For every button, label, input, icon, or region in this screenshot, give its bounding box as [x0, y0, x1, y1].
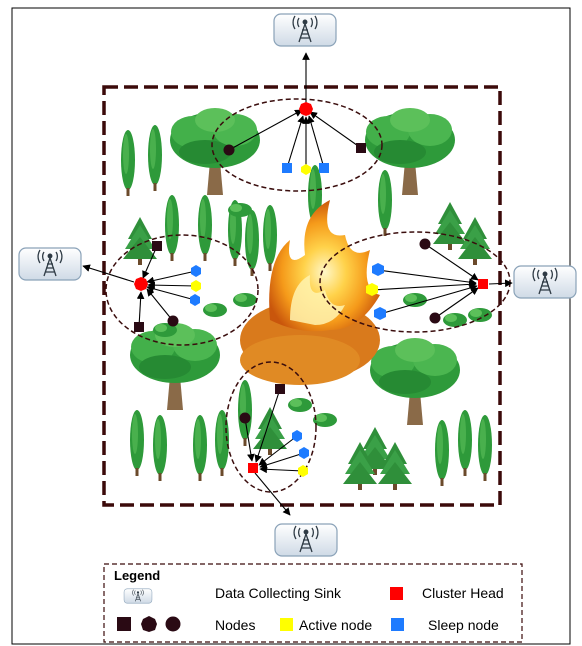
legend-nodes-label: Nodes	[215, 617, 255, 633]
node-square[interactable]	[134, 322, 144, 332]
node-square[interactable]	[275, 384, 285, 394]
cluster-right-nodes	[366, 238, 488, 324]
cluster-bottom	[225, 361, 317, 493]
active-node[interactable]	[298, 465, 308, 477]
node-round[interactable]	[429, 312, 441, 324]
legend-sink-icon	[123, 588, 153, 604]
legend-sleep-node-swatch	[391, 618, 404, 631]
legend-cluster-head-label: Cluster Head	[422, 585, 504, 601]
cluster-head[interactable]	[248, 463, 258, 473]
node-round[interactable]	[167, 315, 179, 327]
node-square[interactable]	[152, 241, 162, 251]
sleep-node[interactable]	[319, 163, 329, 173]
cluster-top-nodes	[223, 102, 366, 175]
legend-node-octagon	[141, 616, 157, 632]
radio-tower-icon	[18, 247, 82, 281]
radio-tower-icon	[274, 523, 338, 557]
cluster-left	[105, 234, 259, 346]
legend-node-circle	[165, 616, 181, 632]
legend-title: Legend	[114, 568, 160, 583]
sink-top[interactable]	[273, 13, 337, 47]
forest-boundary	[102, 85, 502, 507]
sleep-node[interactable]	[190, 294, 200, 306]
cluster-head[interactable]	[299, 102, 313, 116]
sink-right[interactable]	[513, 265, 577, 299]
active-node[interactable]	[366, 283, 378, 296]
cluster-left-nodes	[134, 241, 201, 332]
sink-bottom[interactable]	[274, 523, 338, 557]
sleep-node[interactable]	[374, 307, 386, 320]
active-node[interactable]	[191, 280, 201, 292]
sleep-node[interactable]	[282, 163, 292, 173]
node-round[interactable]	[239, 412, 251, 424]
sleep-node[interactable]	[299, 447, 309, 459]
links	[82, 52, 513, 516]
sleep-node[interactable]	[191, 265, 201, 277]
cluster-head[interactable]	[478, 279, 488, 289]
legend-sink-label: Data Collecting Sink	[215, 585, 342, 601]
legend-active-node-swatch	[280, 618, 293, 631]
cluster-bottom-nodes	[239, 384, 309, 477]
forest-fire	[240, 200, 380, 385]
radio-tower-icon	[273, 13, 337, 47]
node-square[interactable]	[356, 143, 366, 153]
legend: Legend Data Collecting Sink Cluster Head…	[103, 563, 523, 643]
cluster-top	[211, 98, 383, 192]
cluster-head[interactable]	[134, 277, 148, 291]
active-node[interactable]	[301, 164, 311, 175]
sleep-node[interactable]	[372, 263, 384, 276]
node-round[interactable]	[419, 238, 431, 250]
radio-tower-icon	[513, 265, 577, 299]
node-round[interactable]	[223, 144, 235, 156]
figure-frame	[11, 7, 571, 645]
legend-active-node-label: Active node	[299, 617, 372, 633]
legend-cluster-head-swatch	[390, 587, 403, 600]
legend-sleep-node-label: Sleep node	[428, 617, 499, 633]
sleep-node[interactable]	[292, 430, 302, 442]
sink-left[interactable]	[18, 247, 82, 281]
legend-node-square	[117, 617, 131, 631]
